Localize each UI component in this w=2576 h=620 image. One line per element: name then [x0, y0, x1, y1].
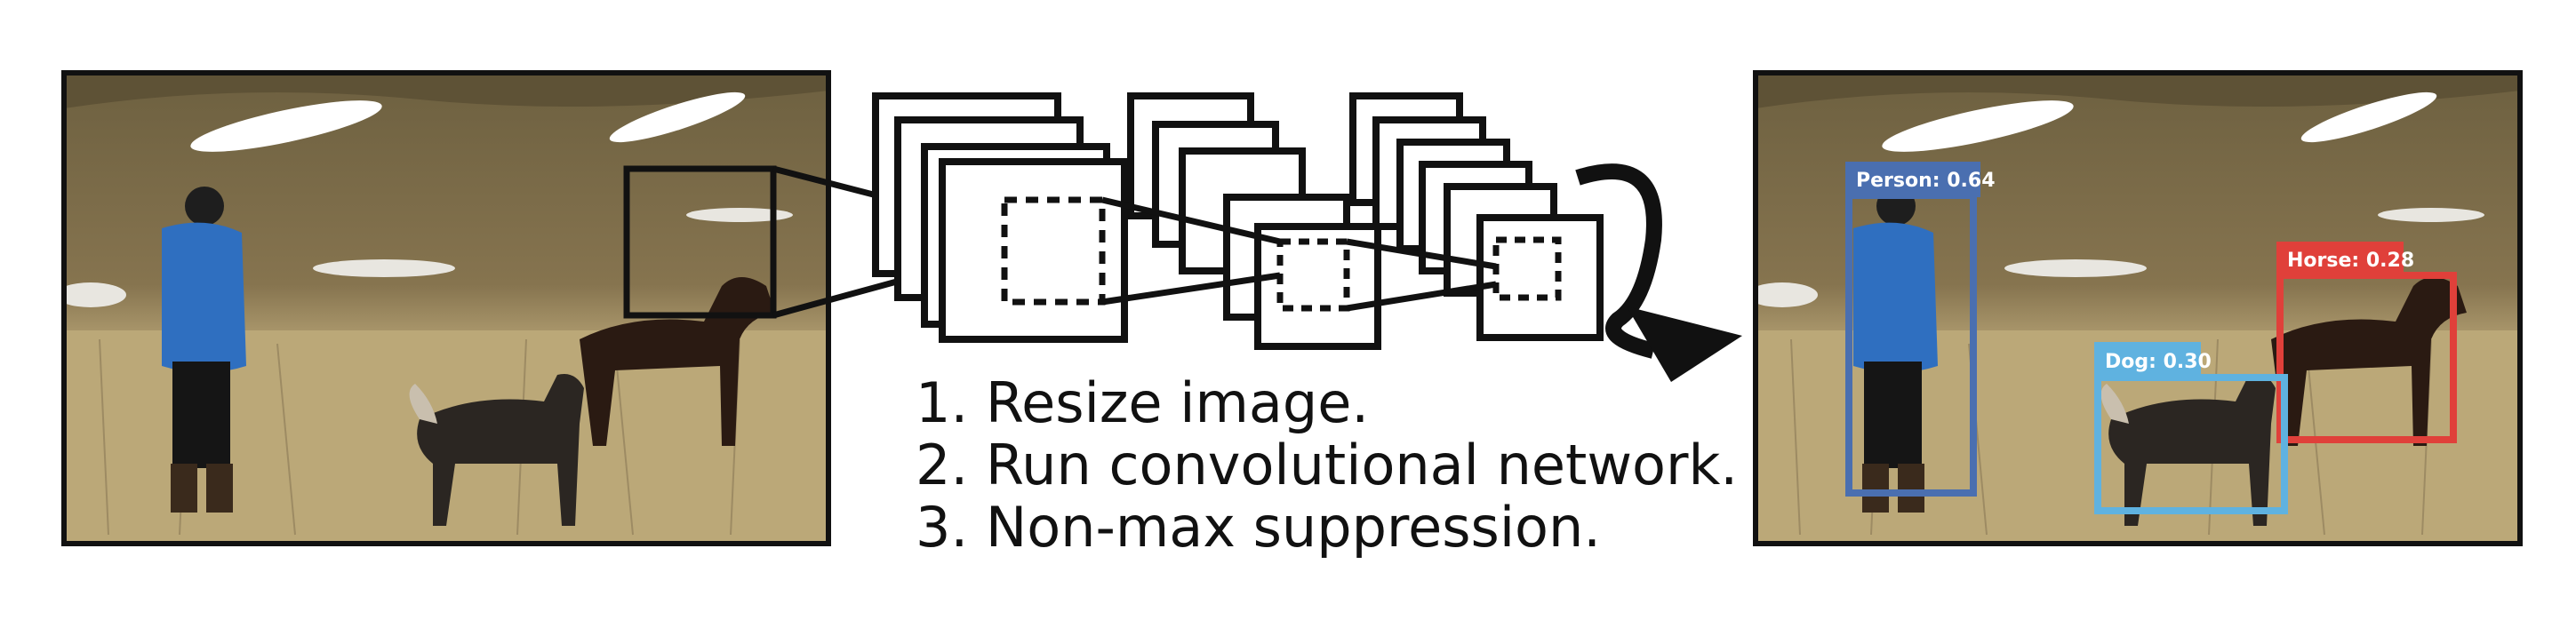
detection-horse: Horse: 0.28 — [2276, 242, 2457, 443]
layer1-kernel — [1001, 196, 1106, 306]
layer3-kernel — [1492, 236, 1562, 301]
input-image — [61, 70, 831, 546]
output-arrow — [1575, 163, 1742, 382]
detection-dog-label: Dog: 0.30 — [2105, 351, 2212, 373]
crop-window — [623, 165, 777, 319]
step-2: 2. Run convolutional network. — [916, 433, 1738, 497]
layer-connections — [1101, 196, 1497, 312]
step-3: 3. Non-max suppression. — [916, 495, 1601, 560]
detection-person: Person: 0.64 — [1845, 162, 1996, 497]
step-1: 1. Resize image. — [916, 370, 1369, 435]
layer2-kernel — [1276, 238, 1350, 312]
detection-person-label: Person: 0.64 — [1856, 170, 1996, 192]
detection-dog: Dog: 0.30 — [2094, 342, 2288, 514]
output-image — [1753, 70, 2523, 546]
detection-horse-label: Horse: 0.28 — [2287, 250, 2414, 272]
cnn-layer-stack-1 — [872, 92, 1128, 343]
